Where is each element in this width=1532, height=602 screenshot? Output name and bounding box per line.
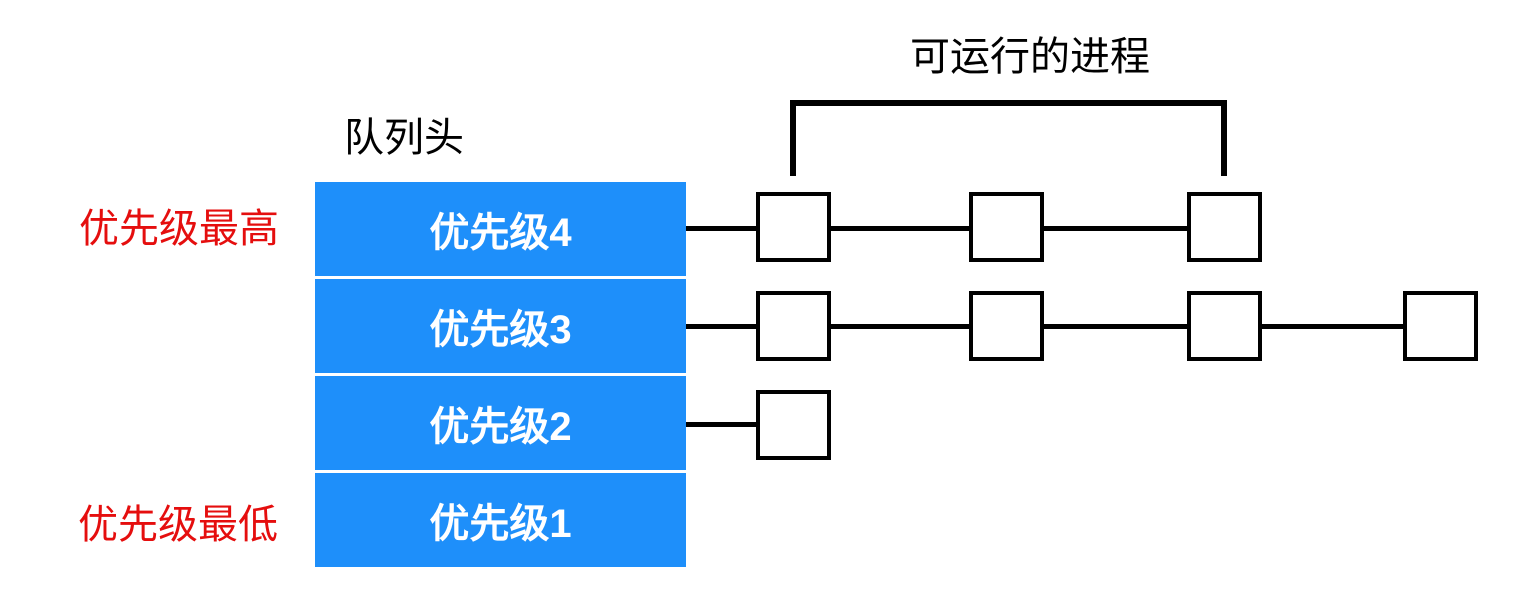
lowest-priority-label: 优先级最低 (78, 503, 278, 547)
queue-link-line-priority-3 (686, 324, 1441, 329)
process-box (756, 291, 831, 361)
bracket-left-tick (790, 100, 796, 176)
process-box (1187, 291, 1262, 361)
bracket-right-tick (1221, 100, 1227, 176)
queue-row-priority-1: 优先级1 (315, 473, 686, 567)
queue-row-label: 优先级4 (429, 211, 572, 255)
queue-row-label: 优先级3 (429, 308, 572, 352)
queue-row-label: 优先级2 (429, 405, 572, 449)
process-box (1403, 291, 1478, 361)
process-box (969, 291, 1044, 361)
runnable-processes-label: 可运行的进程 (910, 35, 1150, 79)
process-box (1187, 192, 1262, 262)
bracket-horizontal-line (790, 100, 1227, 106)
queue-row-priority-3: 优先级3 (315, 279, 686, 373)
highest-priority-label: 优先级最高 (79, 207, 279, 251)
queue-row-label: 优先级1 (429, 502, 572, 546)
queue-row-priority-4: 优先级4 (315, 182, 686, 276)
process-box (756, 192, 831, 262)
queue-link-line-priority-2 (686, 422, 794, 427)
queue-head-label: 队列头 (344, 116, 464, 160)
process-box (756, 390, 831, 460)
queue-row-priority-2: 优先级2 (315, 376, 686, 470)
queue-link-line-priority-4 (686, 226, 1225, 231)
process-box (969, 192, 1044, 262)
